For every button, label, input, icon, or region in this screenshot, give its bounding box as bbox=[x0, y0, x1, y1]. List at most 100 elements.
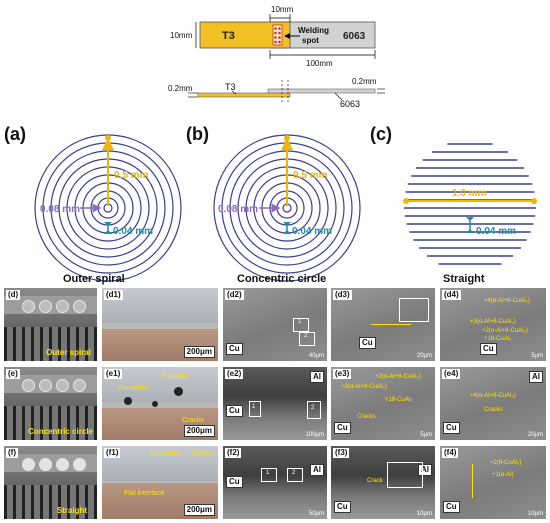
side-view-t3-label: T3 bbox=[225, 82, 236, 92]
pattern-c-pitch: 1.0 mm bbox=[452, 188, 487, 199]
sem-e3-label: (e3) bbox=[333, 369, 352, 379]
micrograph-d1-scale: 200μm bbox=[183, 346, 215, 358]
sem-d2-scale: 40μm bbox=[308, 353, 324, 359]
micrograph-d1: (d1) 200μm bbox=[102, 288, 218, 361]
sem-f3-annotation-1: Crack bbox=[367, 478, 383, 484]
photo-d: (d) Outer spiral bbox=[4, 288, 97, 361]
lap-joint-side-view: 0.2mm T3 6063 0.2mm bbox=[168, 77, 385, 109]
sem-f2-scale: 50μm bbox=[308, 511, 324, 517]
sem-f2: (f2) Al 1 2 Cu 50μm bbox=[223, 446, 327, 519]
pattern-a-line-width: 0.08 mm bbox=[40, 204, 80, 215]
sem-e2: (e2) Al 1 2 Cu 100μm bbox=[223, 367, 327, 440]
welding-label-line1: Welding bbox=[298, 26, 329, 35]
pattern-a-spacing: 0.04 mm bbox=[113, 226, 153, 237]
photo-f-caption: Straight bbox=[56, 506, 87, 515]
welding-spot-marker bbox=[272, 24, 283, 46]
pattern-c-title: Straight bbox=[443, 273, 485, 285]
sem-f2-phase-al: Al bbox=[310, 464, 324, 476]
sem-e2-label: (e2) bbox=[225, 369, 244, 379]
schematic-and-patterns: T3 6063 Welding spot 10mm 10mm 100mm 0.2… bbox=[4, 5, 537, 285]
sem-e2-scale: 100μm bbox=[305, 432, 324, 438]
micrograph-f1-scale: 200μm bbox=[183, 504, 215, 516]
sem-f4: (f4) +2(θ-CuAl₂) +1(α-Al) Cu 10μm bbox=[440, 446, 546, 519]
sem-e4-annotation-1: +4(α-Al+θ-CuAl₂) bbox=[470, 393, 516, 399]
pattern-outer-spiral: (a) 0.5 mm 0.08 mm 0.04 mm Outer spiral bbox=[4, 124, 182, 285]
photo-e: (e) Concentric circle bbox=[4, 367, 97, 440]
sem-d2-mark-2: 2 bbox=[304, 333, 308, 339]
pattern-a-title: Outer spiral bbox=[63, 273, 125, 285]
sem-f3-phase-al: Al bbox=[418, 464, 432, 476]
sem-f3-label: (f3) bbox=[333, 448, 350, 458]
sem-f3-phase-cu: Cu bbox=[334, 501, 351, 513]
photo-f: (f) Straight bbox=[4, 446, 97, 519]
sem-d4-annotation-1: +4(α-Al+θ-CuAl₂) bbox=[484, 298, 530, 304]
sem-e4-annotation-2: Cracks bbox=[484, 407, 503, 413]
sem-e2-phase-cu: Cu bbox=[226, 405, 243, 417]
micrograph-e1-label: (e1) bbox=[104, 369, 123, 379]
sem-f4-annotation-2: +1(α-Al) bbox=[492, 472, 514, 478]
sem-e2-mark-2: 2 bbox=[311, 405, 315, 411]
photo-e-caption: Concentric circle bbox=[28, 427, 93, 436]
micrograph-e1-scale: 200μm bbox=[183, 425, 215, 437]
welding-label-line2: spot bbox=[302, 36, 319, 45]
photo-d-caption: Outer spiral bbox=[46, 348, 91, 357]
sem-f4-label: (f4) bbox=[442, 448, 459, 458]
photo-f-label: (f) bbox=[6, 448, 18, 458]
micrograph-f1-label: (f1) bbox=[104, 448, 121, 458]
pattern-a-pitch: 0.5 mm bbox=[114, 170, 149, 181]
micrograph-f1-note-porosities: Porosities bbox=[150, 451, 181, 458]
sem-e3-scale: 5μm bbox=[420, 432, 432, 438]
sem-e3-phase-cu: Cu bbox=[334, 422, 351, 434]
sem-e3-annotation-3: +1θ-CuAl₂ bbox=[385, 397, 413, 403]
pattern-b-title: Concentric circle bbox=[237, 273, 326, 285]
sem-d2-phase-cu: Cu bbox=[226, 343, 243, 355]
sem-e4-scale: 20μm bbox=[527, 432, 543, 438]
sem-d4-label: (d4) bbox=[442, 290, 461, 300]
t3-label: T3 bbox=[222, 30, 235, 42]
sem-d2-label: (d2) bbox=[225, 290, 244, 300]
sem-d4: (d4) +4(α-Al+θ-CuAl₂) +3(α-Al+θ-CuAl₂) +… bbox=[440, 288, 546, 361]
pattern-concentric-circle: (b) 0.5 mm 0.08 mm 0.04 mm Concentric ci… bbox=[186, 124, 361, 285]
sem-f4-scale: 10μm bbox=[527, 511, 543, 517]
al-6063-label: 6063 bbox=[343, 31, 366, 42]
pattern-b-line-width: 0.08 mm bbox=[218, 204, 258, 215]
sem-d4-phase-cu: Cu bbox=[480, 343, 497, 355]
sem-e3: (e3) +2(α-Al+θ-CuAl₂) +3(α-Al+θ-CuAl₂) +… bbox=[331, 367, 435, 440]
side-view-6063-label: 6063 bbox=[340, 99, 360, 109]
pattern-b-pitch: 0.5 mm bbox=[293, 170, 328, 181]
photo-d-label: (d) bbox=[6, 290, 21, 300]
sem-e3-annotation-1: +2(α-Al+θ-CuAl₂) bbox=[375, 374, 421, 380]
pattern-c-spacing: 0.04 mm bbox=[476, 226, 516, 237]
sem-d4-scale: 5μm bbox=[531, 353, 543, 359]
micrograph-e1-note-cracks: Cracks bbox=[182, 417, 204, 424]
dim-10mm-left: 10mm bbox=[170, 31, 193, 40]
photo-e-label: (e) bbox=[6, 369, 20, 379]
pattern-straight: (c) 1.0 mm 0.04 mm Straight bbox=[370, 124, 537, 285]
sem-d4-annotation-4: +1θ-CuAl₂ bbox=[484, 336, 512, 342]
sem-d3-phase-cu: Cu bbox=[359, 337, 376, 349]
pattern-a-letter: (a) bbox=[4, 124, 26, 144]
sem-e3-annotation-2: +3(α-Al+θ-CuAl₂) bbox=[341, 384, 387, 390]
sem-d4-annotation-2: +3(α-Al+θ-CuAl₂) bbox=[470, 319, 516, 325]
sem-f4-phase-cu: Cu bbox=[443, 501, 460, 513]
micrograph-e1-note-porosities: Porosities bbox=[118, 385, 149, 392]
sem-d3: (d3) Cu 20μm bbox=[331, 288, 435, 361]
sem-e3-annotation-4: Cracks bbox=[357, 414, 376, 420]
sem-f4-annotation-1: +2(θ-CuAl₂) bbox=[490, 460, 522, 466]
sem-e2-mark-1: 1 bbox=[252, 404, 256, 410]
sem-f2-label: (f2) bbox=[225, 448, 242, 458]
micrograph-f1: (f1) Porosities Cracks Flat interface 20… bbox=[102, 446, 218, 519]
sem-f3-scale: 10μm bbox=[416, 511, 432, 517]
micrograph-e1-note-porosity: Porosity bbox=[162, 373, 188, 380]
pattern-b-spacing: 0.04 mm bbox=[292, 226, 332, 237]
dim-02mm-right: 0.2mm bbox=[352, 77, 377, 86]
sem-d3-label: (d3) bbox=[333, 290, 352, 300]
sem-e4-phase-al: Al bbox=[529, 371, 543, 383]
sem-e4-label: (e4) bbox=[442, 369, 461, 379]
dim-02mm-left: 0.2mm bbox=[168, 84, 193, 93]
micrograph-f1-note-flat-interface: Flat interface bbox=[124, 490, 165, 497]
sem-e4-phase-cu: Cu bbox=[443, 422, 460, 434]
sem-f2-mark-2: 2 bbox=[292, 470, 296, 476]
sem-f3: (f3) Al Crack Cu 10μm bbox=[331, 446, 435, 519]
micrograph-d1-label: (d1) bbox=[104, 290, 123, 300]
